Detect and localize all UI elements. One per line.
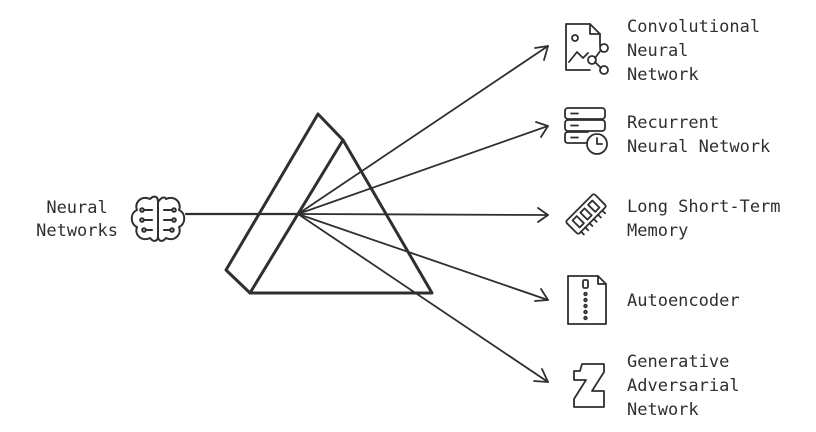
- gan-label: Generative Adversarial Network: [627, 352, 750, 420]
- lstm-label: Long Short-Term Memory: [627, 197, 791, 241]
- image-share-icon: [565, 23, 609, 75]
- arrow-to-cnn: [297, 45, 549, 215]
- brain-circuit-icon: [130, 195, 186, 242]
- source-label: Neural Networks: [36, 198, 118, 241]
- arrow-to-lstm: [297, 207, 549, 223]
- server-clock-icon: [564, 107, 608, 155]
- cnn-label: Convolutional Neural Network: [627, 17, 770, 85]
- deviantart-icon: [573, 363, 605, 408]
- arrow-to-autoencoder: [297, 213, 549, 302]
- prism-icon: [224, 112, 434, 295]
- rnn-label: Recurrent Neural Network: [627, 113, 770, 157]
- arrow-to-gan: [297, 213, 549, 383]
- autoencoder-label: Autoencoder: [627, 291, 740, 311]
- zipped-file-icon: [567, 275, 607, 325]
- memory-chip-icon: [565, 193, 607, 236]
- arrow-to-rnn: [297, 121, 549, 215]
